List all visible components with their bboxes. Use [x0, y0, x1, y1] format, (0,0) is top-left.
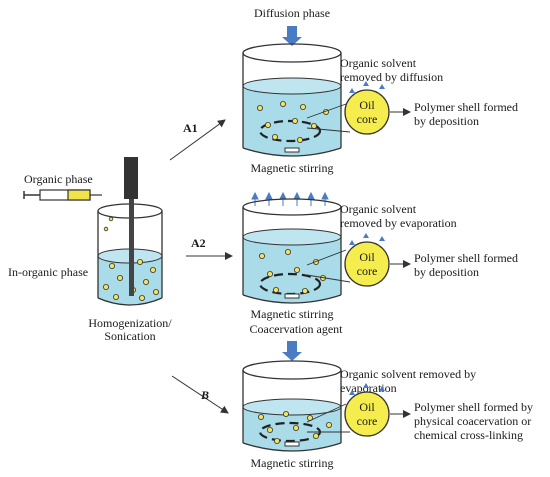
coacervation-arrow-icon — [282, 341, 302, 361]
syringe — [23, 189, 102, 201]
route-b-label: B — [200, 388, 209, 402]
homogenization-label: Homogenization/ — [88, 316, 172, 330]
a1-stir-bar — [284, 147, 300, 153]
emulsion-droplets — [103, 216, 159, 301]
a1-stir-vortex — [258, 119, 322, 143]
route-a1-arrow — [169, 119, 226, 161]
syringe-organic-fill — [67, 189, 91, 201]
a2-stir-bar — [284, 293, 300, 299]
diffusion-phase-label: Diffusion phase — [254, 6, 330, 20]
panel-b: Coacervation agent Magnetic stirring Org… — [242, 322, 533, 470]
a1-solvent-line1: Organic solvent — [340, 56, 417, 70]
a2-core-line2: core — [357, 264, 378, 278]
b-shell-line3: chemical cross-linking — [414, 428, 523, 442]
a2-core-line1: Oil — [359, 250, 375, 264]
b-shell-line1: Polymer shell formed by — [414, 400, 533, 414]
inorganic-phase-label: In-organic phase — [8, 265, 88, 279]
route-b-arrow — [171, 375, 229, 414]
a1-shell-line2: by deposition — [414, 114, 479, 128]
a1-beaker-rim — [242, 43, 342, 63]
a2-liquid — [243, 237, 341, 303]
b-stir-bar — [284, 441, 300, 447]
sonication-probe-rod — [129, 199, 134, 296]
a2-stirring-label: Magnetic stirring — [251, 307, 334, 321]
a1-oil-core — [344, 89, 390, 135]
a1-shell-line1: Polymer shell formed — [414, 100, 518, 114]
a1-core-line2: core — [357, 112, 378, 126]
b-core-line2: core — [357, 414, 378, 428]
b-solvent-line1: Organic solvent removed by — [340, 367, 476, 381]
a1-solvent-line2: removed by diffusion — [340, 70, 443, 84]
b-stirring-label: Magnetic stirring — [251, 456, 334, 470]
a2-beaker-rim — [242, 198, 342, 216]
organic-phase-label: Organic phase — [24, 172, 93, 186]
coacervation-agent-label: Coacervation agent — [250, 322, 344, 336]
sonication-label: Sonication — [104, 329, 155, 343]
panel-a2: Magnetic stirring Organic solvent remove… — [242, 191, 518, 321]
route-a1-label: A1 — [183, 121, 198, 135]
panel-a1: Diffusion phase Magnetic stirring Organi… — [242, 6, 518, 175]
b-oil-core — [344, 391, 390, 437]
b-core-line1: Oil — [359, 400, 375, 414]
b-shell-line2: physical coacervation or — [414, 414, 531, 428]
a2-solvent-line1: Organic solvent — [340, 202, 417, 216]
a1-core-line1: Oil — [359, 98, 375, 112]
b-beaker-rim — [242, 360, 342, 380]
a2-oil-core — [344, 241, 390, 287]
a2-shell-line2: by deposition — [414, 265, 479, 279]
diffusion-arrow-icon — [282, 26, 302, 46]
route-a2-label: A2 — [191, 236, 206, 250]
sonication-probe-head — [124, 157, 138, 199]
a2-shell-line1: Polymer shell formed — [414, 251, 518, 265]
initial-beaker — [97, 157, 163, 306]
a1-stirring-label: Magnetic stirring — [251, 161, 334, 175]
a2-solvent-line2: removed by evaporation — [340, 216, 457, 230]
